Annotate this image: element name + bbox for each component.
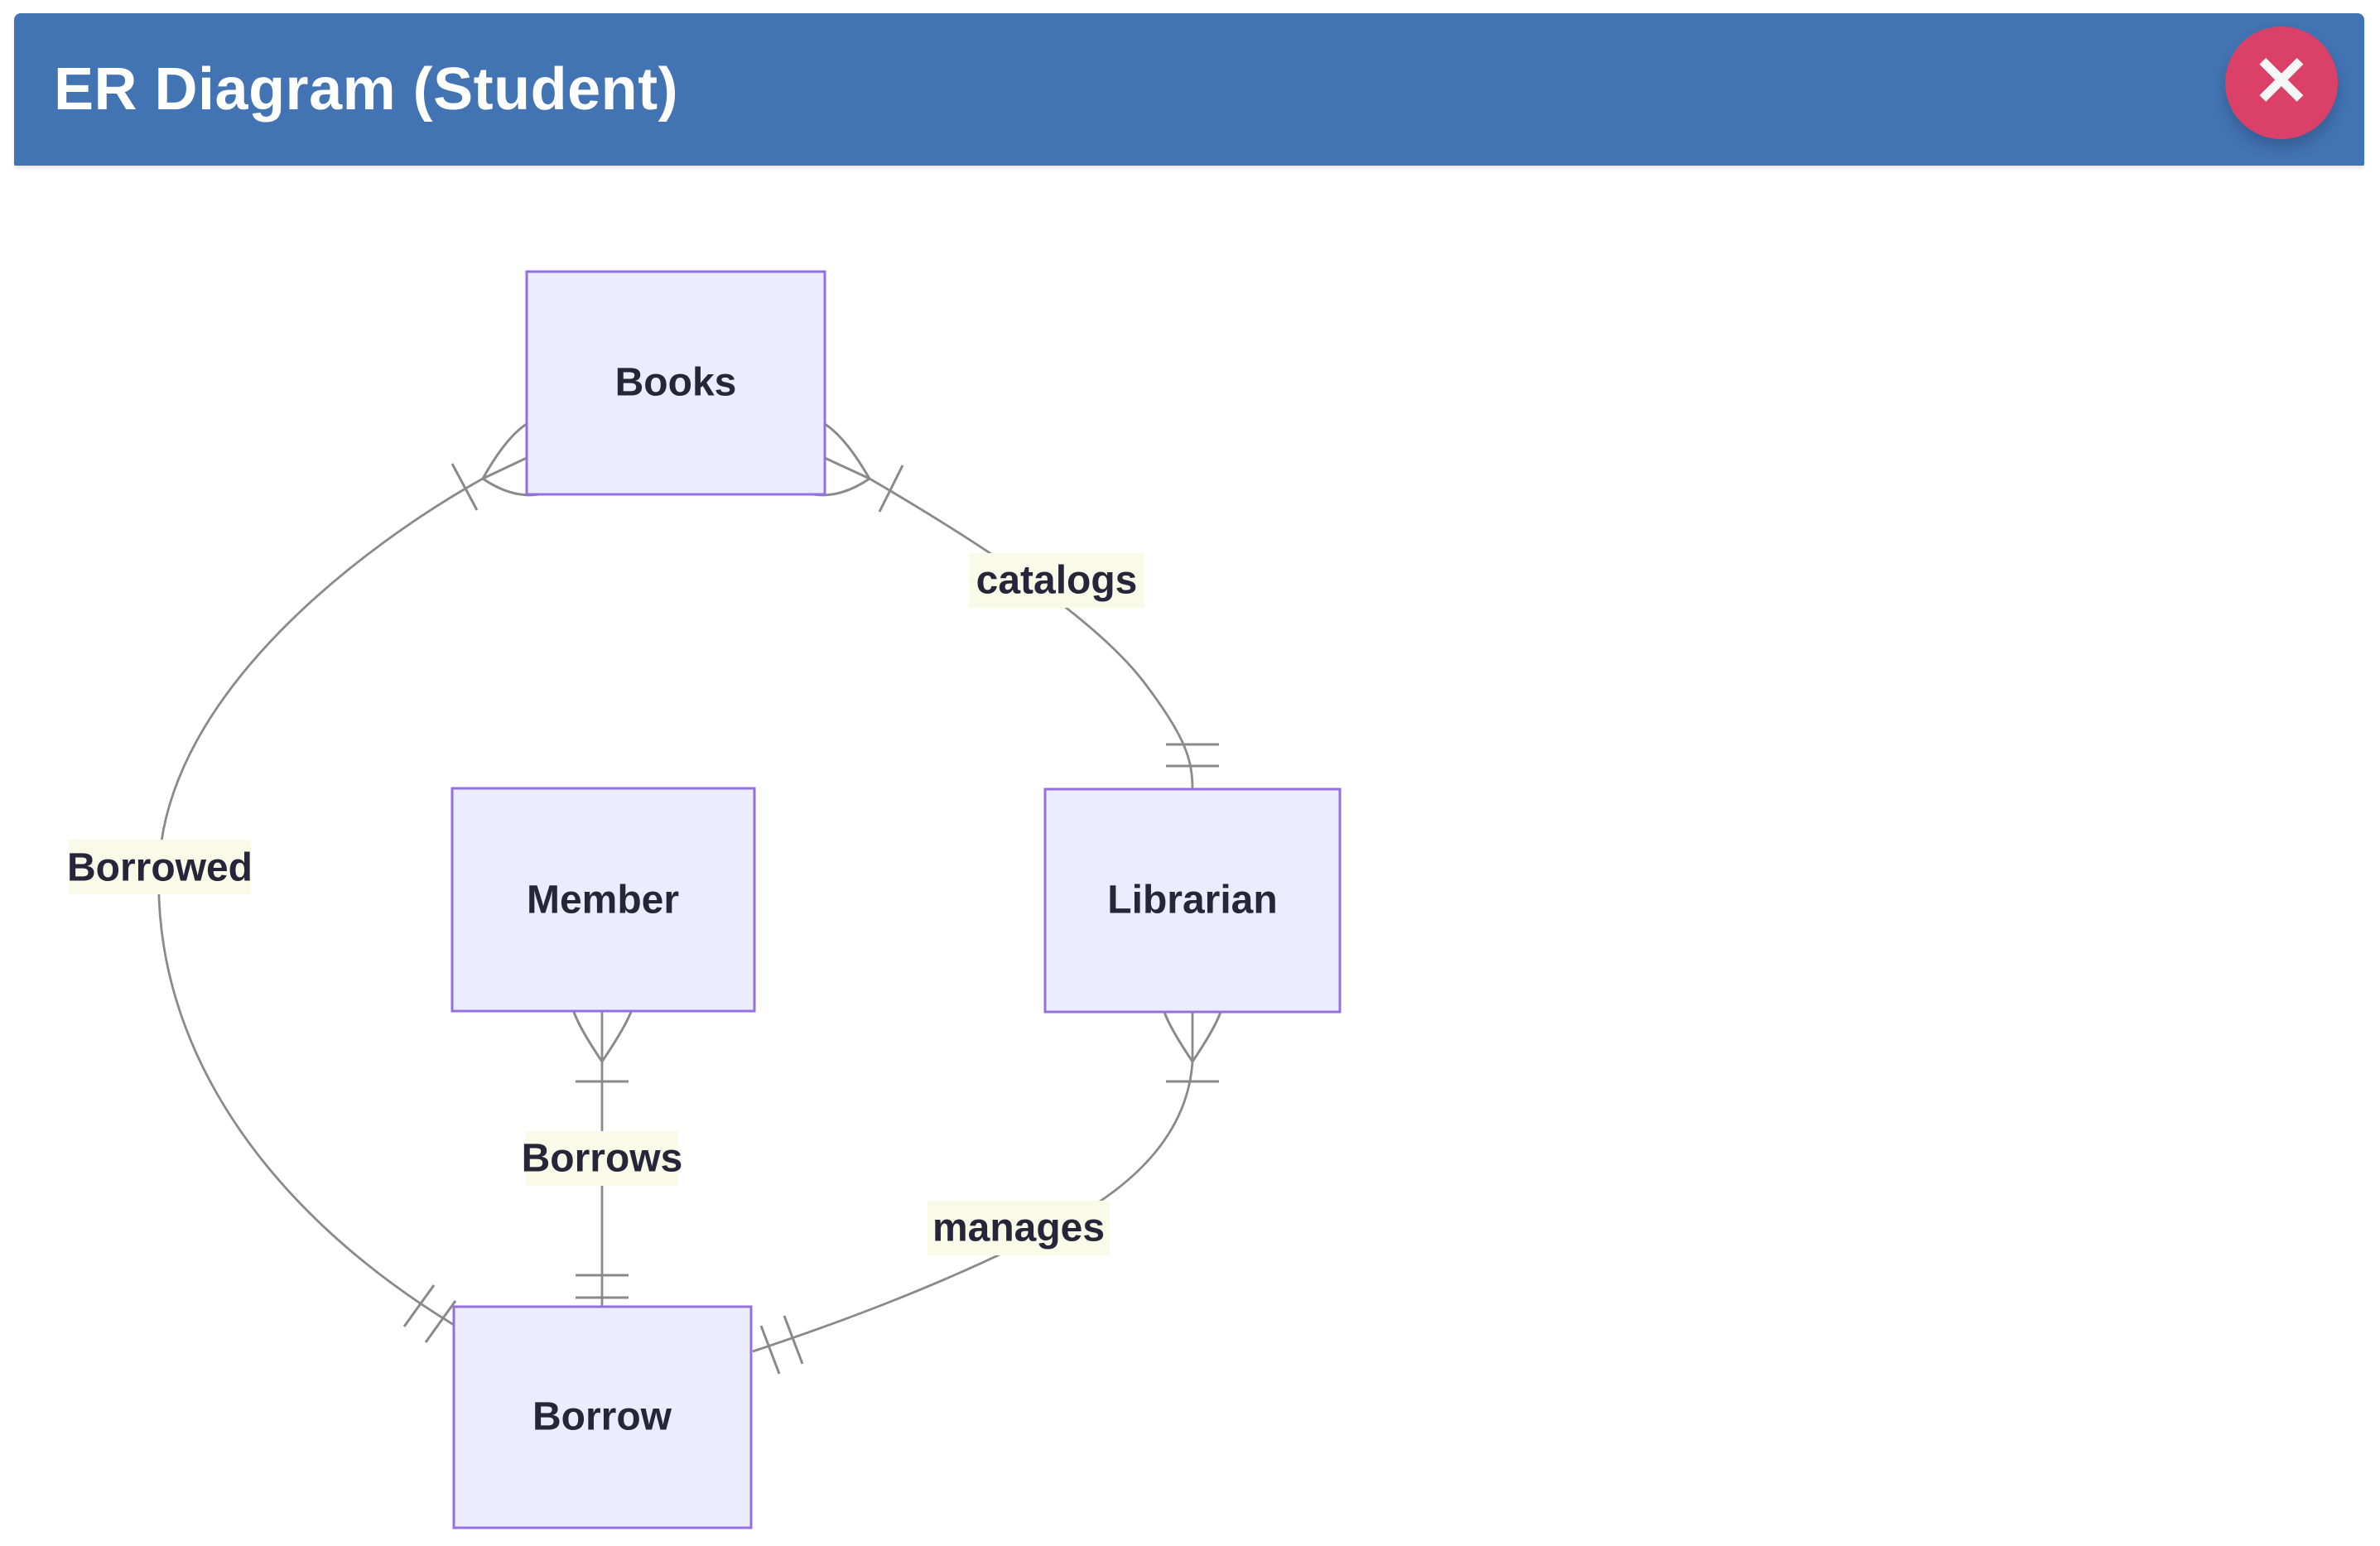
crows-foot-librarian-bottom	[1163, 1011, 1222, 1062]
one-tick-books-right	[878, 465, 904, 513]
double-tick-borrow-top	[576, 1274, 629, 1299]
entity-member: Member	[450, 787, 756, 1013]
relationship-borrowed: Borrowed	[67, 422, 540, 1343]
relationship-line	[869, 477, 1194, 790]
close-button[interactable]: ✕	[2225, 26, 2338, 139]
entity-box	[452, 1305, 753, 1529]
double-tick-librarian-top	[1166, 743, 1219, 768]
double-tick-borrow-left	[402, 1284, 457, 1343]
entity-label: Books	[615, 361, 737, 405]
relationship-line	[157, 477, 484, 1327]
entity-box	[450, 787, 756, 1013]
relationship-label-bg	[969, 553, 1144, 608]
relationship-label: Borrowed	[67, 846, 253, 890]
entity-label: Member	[527, 879, 679, 922]
one-tick-books-left	[450, 463, 479, 511]
entity-books: Books	[525, 270, 826, 496]
relationship-label-bg	[927, 1201, 1110, 1255]
relationship-label: Borrows	[522, 1137, 683, 1181]
entity-librarian: Librarian	[1043, 787, 1342, 1014]
relationship-line	[752, 1011, 1194, 1353]
relationship-label: manages	[932, 1206, 1105, 1250]
double-tick-borrow-right	[759, 1315, 804, 1375]
relationship-label-bg	[526, 1131, 678, 1186]
page-title: ER Diagram (Student)	[54, 56, 679, 123]
entity-box	[1043, 787, 1342, 1014]
entity-label: Borrow	[532, 1395, 672, 1439]
entity-label: Librarian	[1107, 879, 1277, 922]
close-icon: ✕	[2252, 42, 2311, 120]
modal-header: ER Diagram (Student)	[14, 13, 2364, 166]
relationship-label: catalogs	[976, 559, 1138, 603]
crows-foot-member-bottom	[572, 1011, 633, 1062]
relationship-catalogs: catalogs	[812, 422, 1219, 790]
entity-borrow: Borrow	[452, 1305, 753, 1529]
relationship-borrows: Borrows	[522, 1011, 683, 1307]
relationship-label-bg	[69, 840, 251, 894]
entity-box	[525, 270, 826, 496]
relationship-manages: manages	[752, 1011, 1222, 1375]
